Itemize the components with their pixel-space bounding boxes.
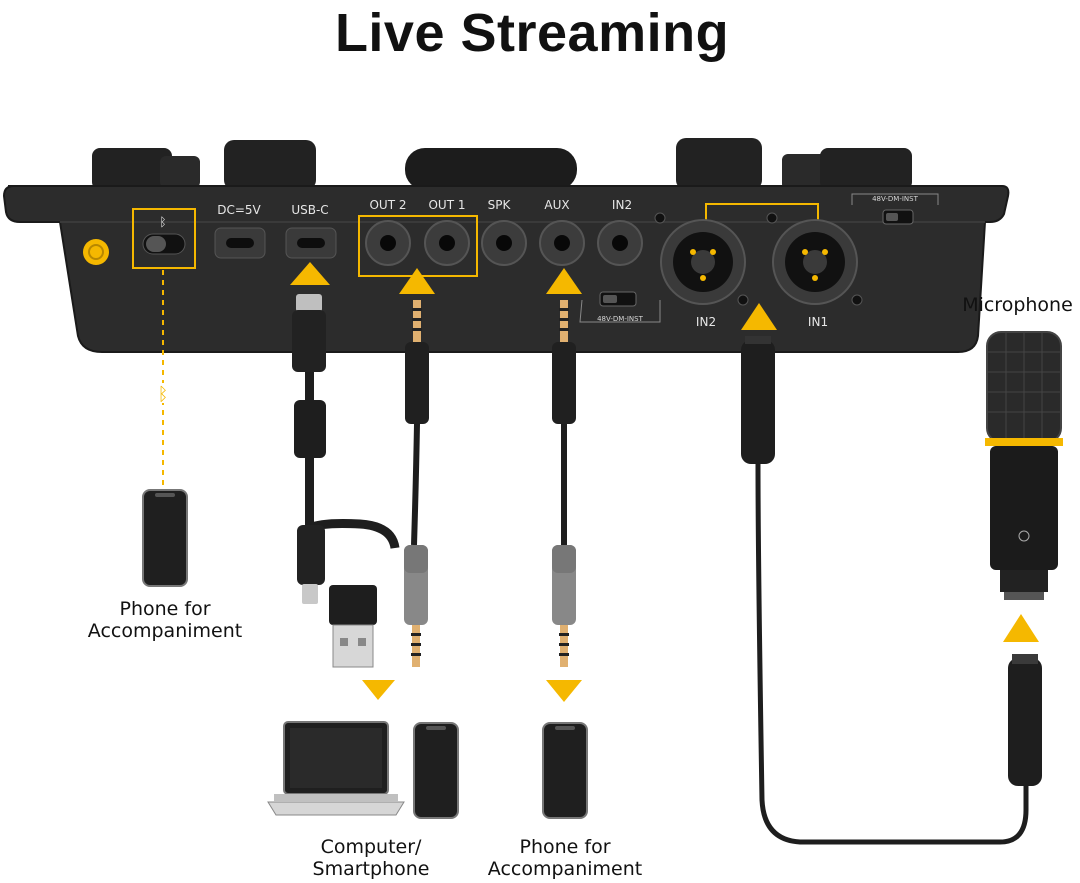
- jack-in2[interactable]: [597, 220, 643, 266]
- jack-out2[interactable]: [365, 220, 411, 266]
- top-knobs: [92, 138, 912, 190]
- bluetooth-link: ᛒ: [152, 270, 174, 488]
- computer-label: Computer/ Smartphone: [312, 836, 430, 880]
- bluetooth-icon: ᛒ: [159, 215, 166, 229]
- phone-bluetooth: [142, 489, 188, 587]
- power-button[interactable]: [83, 239, 109, 265]
- arrow-up-aux: [546, 268, 582, 294]
- arrow-up-out: [399, 268, 435, 294]
- jack-spk[interactable]: [481, 220, 527, 266]
- arrow-up-mic: [1003, 614, 1039, 642]
- xlr-in2[interactable]: [660, 219, 746, 305]
- trrs-cable-aux: [552, 300, 576, 667]
- arrow-down-phone: [546, 680, 582, 702]
- dc-label: DC=5V: [217, 203, 261, 217]
- usbc-port[interactable]: [285, 227, 337, 259]
- bluetooth-switch[interactable]: ᛒ: [132, 208, 196, 269]
- out1-label: OUT 1: [428, 198, 465, 212]
- out2-label: OUT 2: [369, 198, 406, 212]
- in2-top-label: IN2: [612, 198, 632, 212]
- smartphone: [413, 722, 459, 819]
- usb-cable: [292, 294, 400, 668]
- arrow-up-usbc: [290, 262, 330, 285]
- phone-bt-label: Phone for Accompaniment: [87, 598, 243, 642]
- arrow-up-xlr: [741, 303, 777, 330]
- trrs-cable-out: [404, 300, 429, 667]
- phone-aux: [542, 722, 588, 819]
- xlr-cable: [741, 336, 1042, 845]
- xlr-in1[interactable]: [772, 219, 858, 305]
- svg-text:48V-DM-INST: 48V-DM-INST: [597, 315, 644, 323]
- phone-aux-label: Phone for Accompaniment: [487, 836, 643, 880]
- switch-left[interactable]: 48V-DM-INST: [579, 291, 661, 323]
- arrow-down-computer: [362, 680, 395, 700]
- microphone-label: Microphone: [962, 294, 1073, 316]
- page-title: Live Streaming: [334, 3, 730, 63]
- svg-text:48V-DM-INST: 48V-DM-INST: [872, 195, 919, 203]
- bluetooth-icon: ᛒ: [158, 384, 169, 405]
- switch-right[interactable]: 48V-DM-INST: [851, 193, 939, 225]
- jack-out1[interactable]: [424, 220, 470, 266]
- aux-label: AUX: [544, 198, 569, 212]
- usbc-label: USB-C: [291, 203, 328, 217]
- laptop: [267, 721, 405, 816]
- dc-port[interactable]: [214, 227, 266, 259]
- xlr-bracket: [705, 203, 819, 222]
- jack-aux[interactable]: [539, 220, 585, 266]
- spk-label: SPK: [488, 198, 512, 212]
- microphone: [985, 331, 1063, 600]
- in1-xlr-label: IN1: [808, 315, 828, 329]
- in2-xlr-label: IN2: [696, 315, 716, 329]
